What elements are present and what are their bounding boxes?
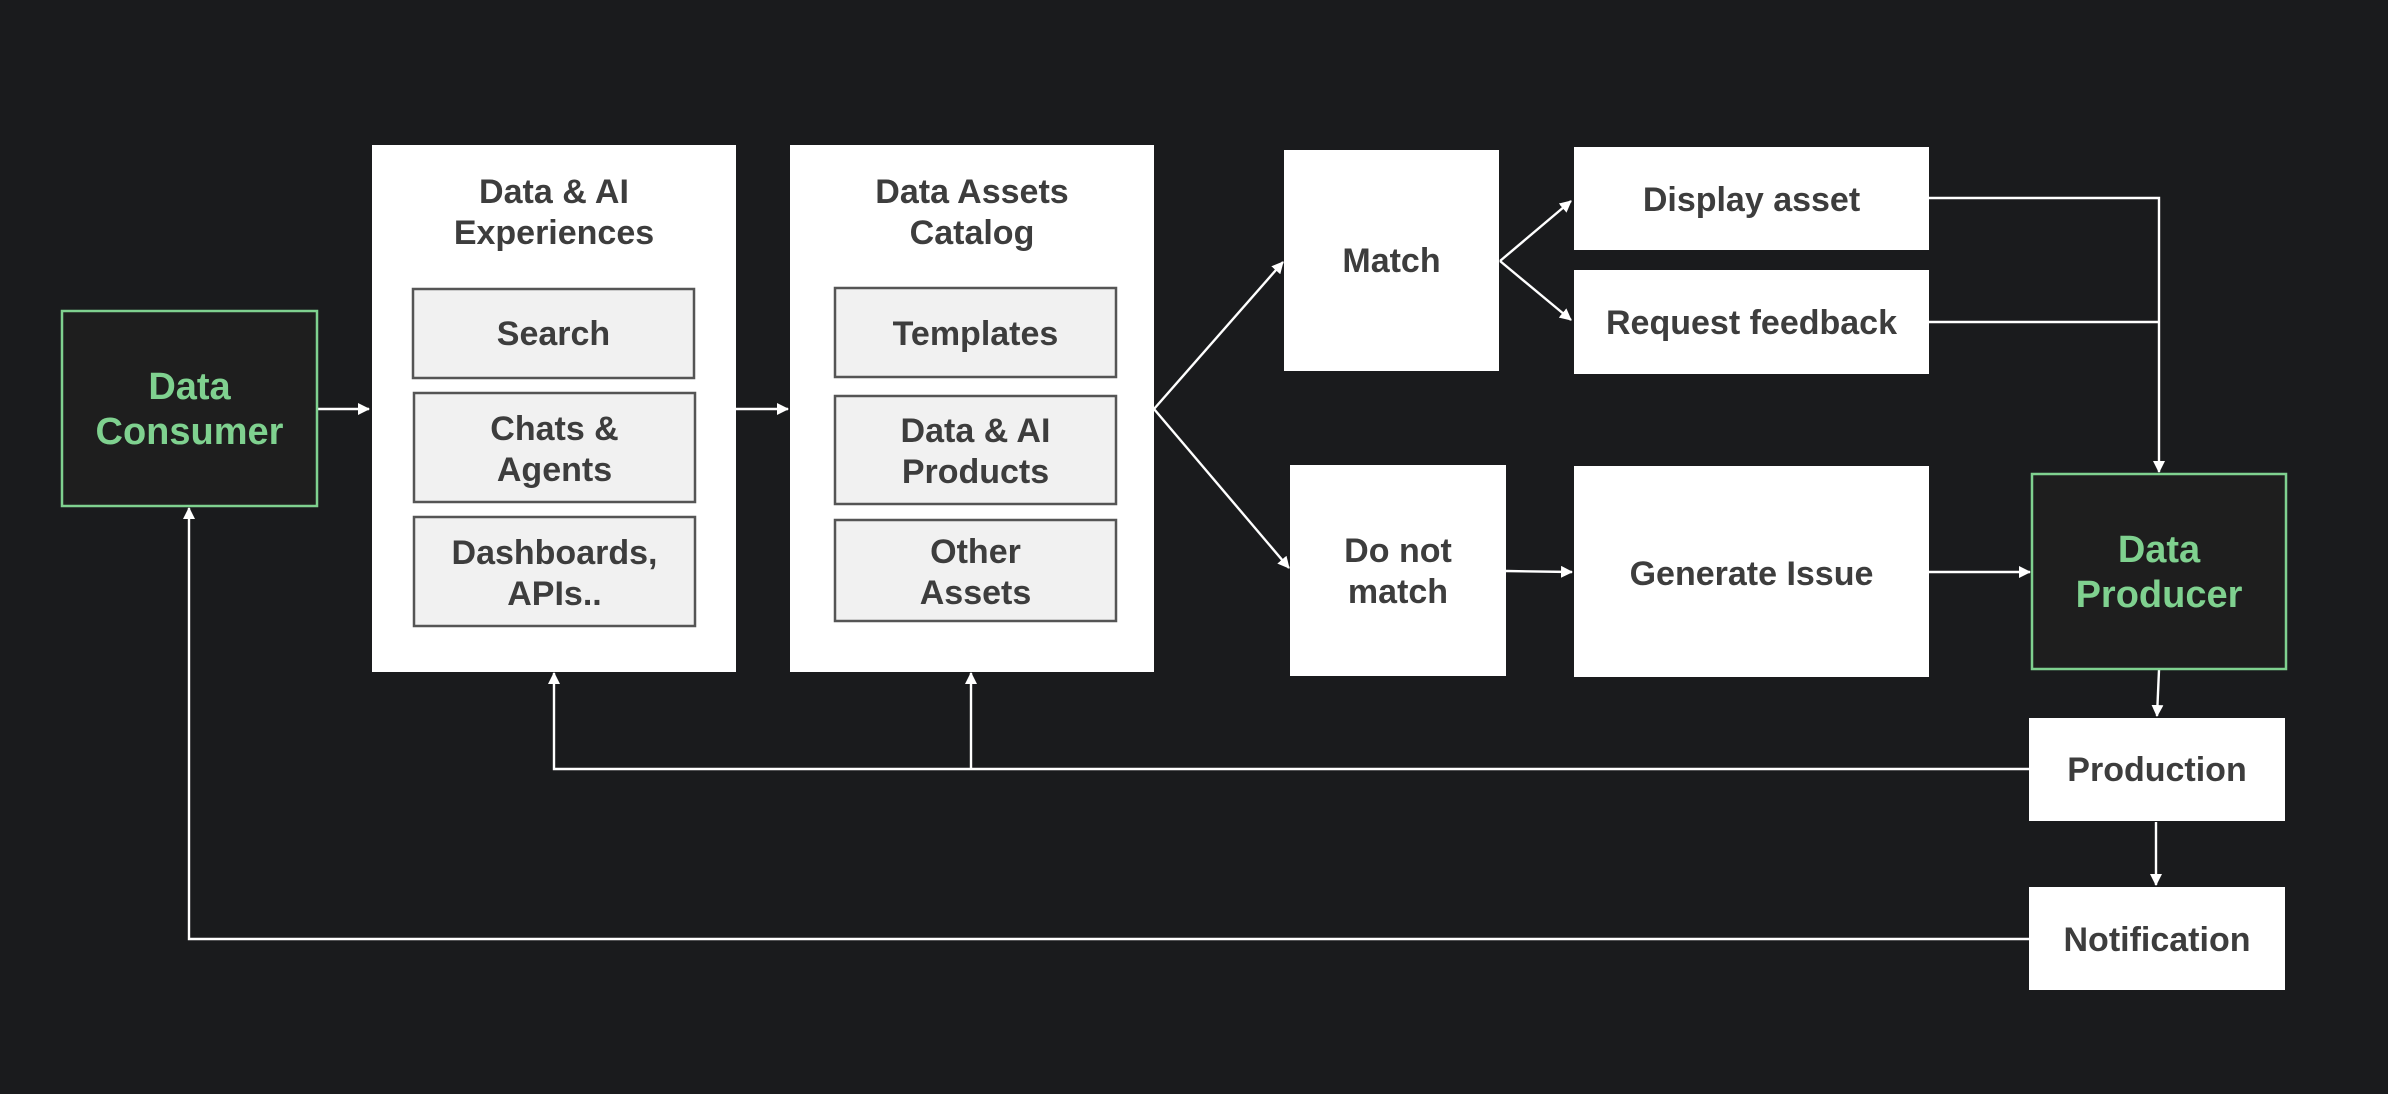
data-consumer-label-line-1: Data [148, 366, 231, 408]
node-data-assets-catalog: Data Assets Catalog Templates Data & AI … [790, 145, 1154, 672]
other-assets-label-line-1: Other [930, 533, 1021, 571]
do-not-match-label-line-2: match [1348, 573, 1448, 611]
catalog-item-data-ai-products: Data & AI Products [833, 394, 1118, 506]
display-asset-label: Display asset [1643, 181, 1860, 219]
node-match: Match [1284, 150, 1499, 371]
edge-catalog-to-match [1153, 261, 1284, 410]
do-not-match-label-line-1: Do not [1344, 532, 1452, 570]
edge-notification-to-consumer [183, 507, 2029, 941]
catalog-title-line-1: Data Assets [875, 173, 1068, 211]
data-ai-products-label-line-2: Products [902, 453, 1049, 491]
production-label: Production [2067, 751, 2246, 789]
edge-catalog-to-do-not-match [1153, 408, 1290, 569]
node-do-not-match: Do not match [1290, 465, 1506, 676]
edge-do-not-match-to-generate-issue [1505, 565, 1573, 578]
templates-label: Templates [893, 315, 1059, 353]
data-consumer-label-line-2: Consumer [96, 411, 284, 453]
dashboards-apis-label-line-1: Dashboards, [452, 534, 658, 572]
experiences-title-line-1: Data & AI [479, 173, 629, 211]
chats-agents-label-line-2: Agents [497, 451, 612, 489]
node-generate-issue: Generate Issue [1574, 466, 1929, 677]
generate-issue-label: Generate Issue [1630, 555, 1874, 593]
edge-match-to-display-asset [1499, 200, 1572, 262]
node-notification: Notification [2029, 887, 2285, 990]
experiences-item-chats-agents: Chats & Agents [412, 391, 697, 504]
node-data-consumer: Data Consumer [60, 309, 319, 508]
experiences-item-search: Search [411, 287, 696, 380]
edge-display-asset-to-producer [1929, 196, 2165, 473]
node-data-producer: Data Producer [2030, 472, 2288, 671]
notification-label: Notification [2064, 921, 2251, 959]
catalog-item-templates: Templates [833, 286, 1118, 379]
chats-agents-label-line-1: Chats & [490, 410, 618, 448]
data-ai-products-label-line-1: Data & AI [901, 412, 1051, 450]
node-data-ai-experiences: Data & AI Experiences Search Chats & Age… [372, 145, 736, 672]
edge-production-to-experiences [548, 672, 2029, 771]
catalog-item-other-assets: Other Assets [833, 518, 1118, 623]
request-feedback-label: Request feedback [1606, 304, 1897, 342]
catalog-title-line-2: Catalog [910, 214, 1035, 252]
experiences-item-dashboards-apis: Dashboards, APIs.. [412, 515, 697, 628]
edge-producer-to-production [2151, 669, 2164, 717]
node-display-asset: Display asset [1574, 147, 1929, 250]
edge-match-to-request-feedback [1499, 260, 1572, 321]
other-assets-label-line-2: Assets [920, 574, 1032, 612]
experiences-title-line-2: Experiences [454, 214, 654, 252]
data-producer-label-line-1: Data [2118, 529, 2201, 571]
node-request-feedback: Request feedback [1574, 270, 1929, 374]
dashboards-apis-label-line-2: APIs.. [507, 575, 601, 613]
search-label: Search [497, 315, 610, 353]
node-production: Production [2029, 718, 2285, 821]
match-label: Match [1342, 242, 1440, 280]
data-producer-label-line-2: Producer [2076, 574, 2243, 616]
edges [183, 196, 2165, 941]
